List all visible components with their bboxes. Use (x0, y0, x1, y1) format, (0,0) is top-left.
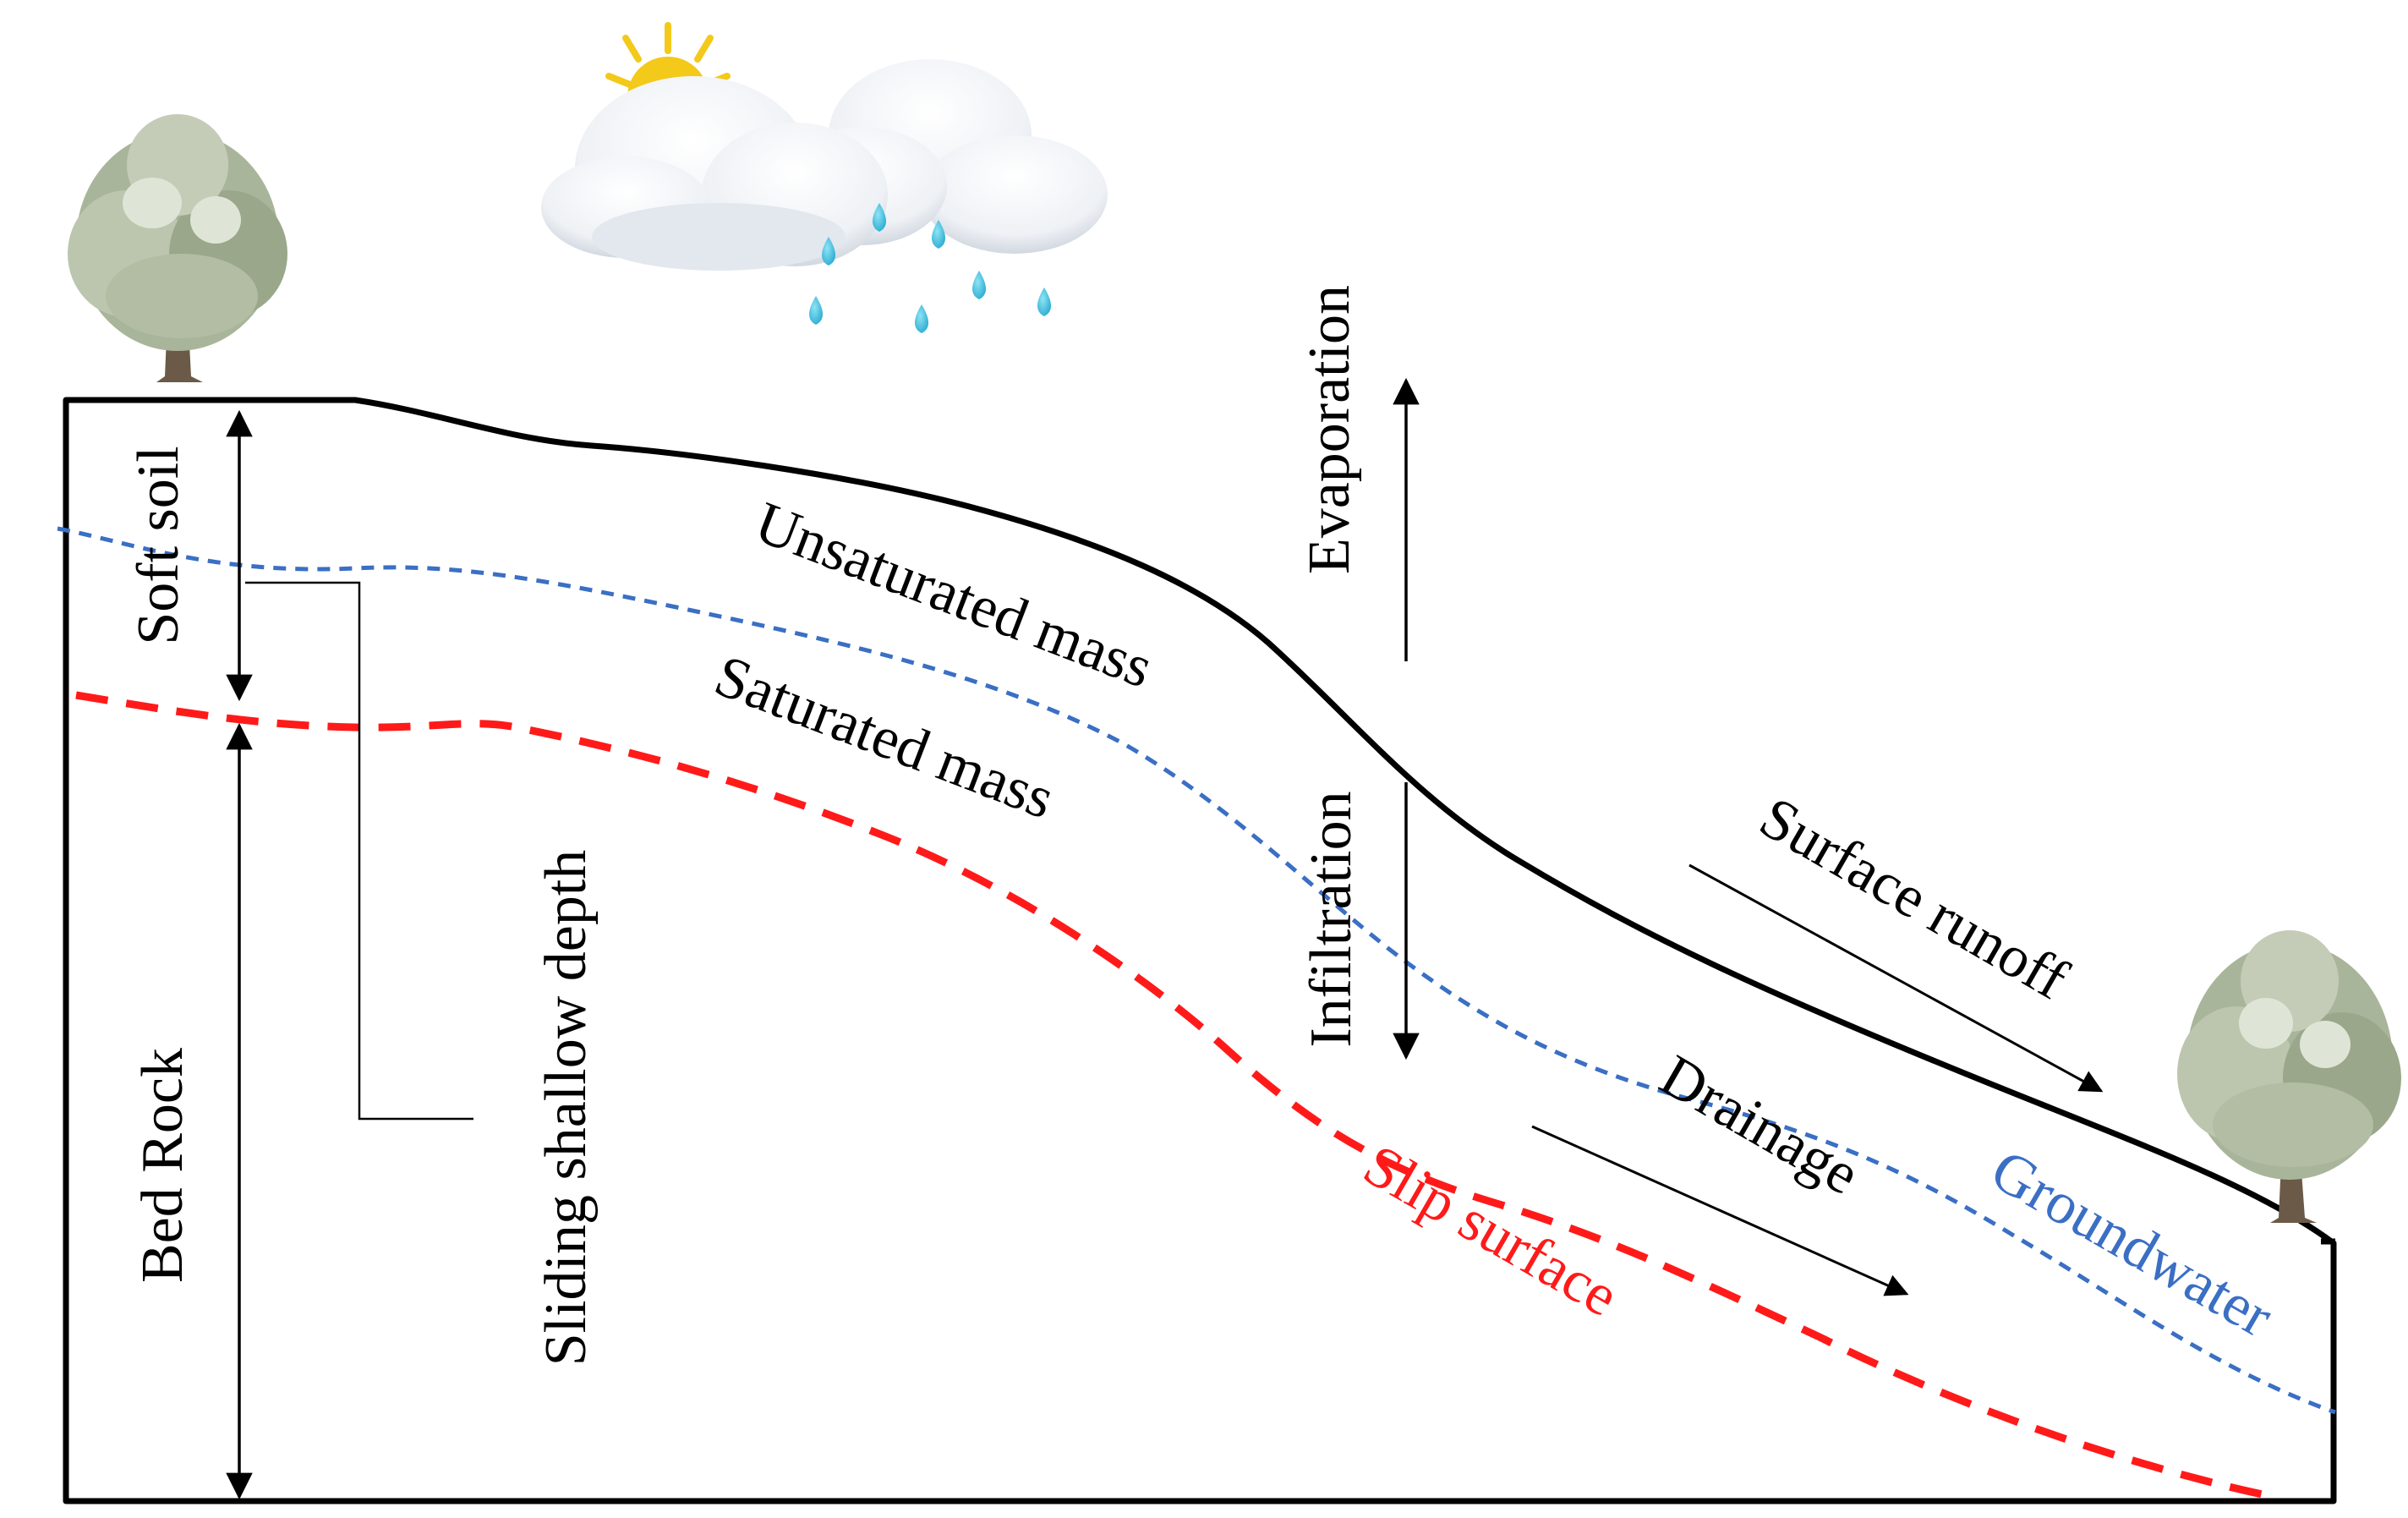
sliding-depth-leader (245, 581, 473, 1121)
drainage-label: Drainage (1650, 1043, 1870, 1208)
drainage-arrow (1531, 1125, 1909, 1296)
raindrop-icon (809, 203, 1051, 333)
surface-runoff-label: Surface runoff (1749, 785, 2079, 1012)
evaporation-label: Evaporation (1297, 285, 1362, 574)
groundwater-line (57, 526, 2336, 1415)
infiltration-label: Infiltration (1299, 791, 1364, 1047)
slope-cross-section (63, 397, 2337, 1504)
cloud-icon (541, 59, 1108, 271)
slip-surface-line (75, 691, 2267, 1499)
unsaturated-mass-label: Unsaturated mass (747, 490, 1161, 701)
sliding-shallow-depth-label: Sliding shallow depth (534, 850, 599, 1367)
soft-soil-label: Soft soil (126, 446, 191, 644)
surface-runoff-arrow (1688, 863, 2104, 1093)
tree-icon (2177, 930, 2401, 1223)
bed-rock-label: Bed Rock (130, 1048, 195, 1283)
tree-icon (68, 114, 287, 382)
saturated-mass-label: Saturated mass (706, 643, 1062, 831)
